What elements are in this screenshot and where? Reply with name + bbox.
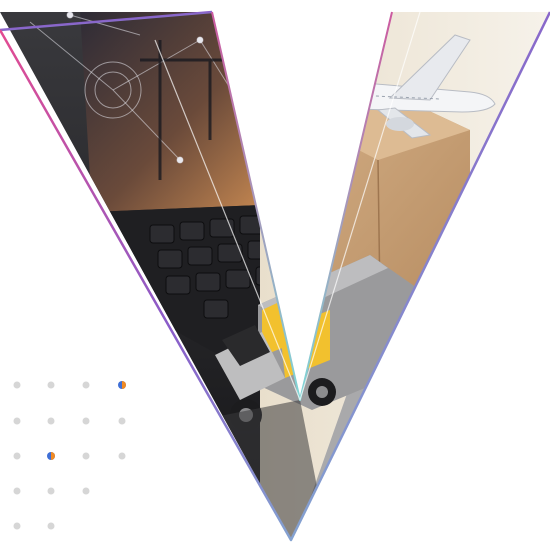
- v-outline: [0, 10, 550, 542]
- dot-grid-icon: [13, 381, 126, 530]
